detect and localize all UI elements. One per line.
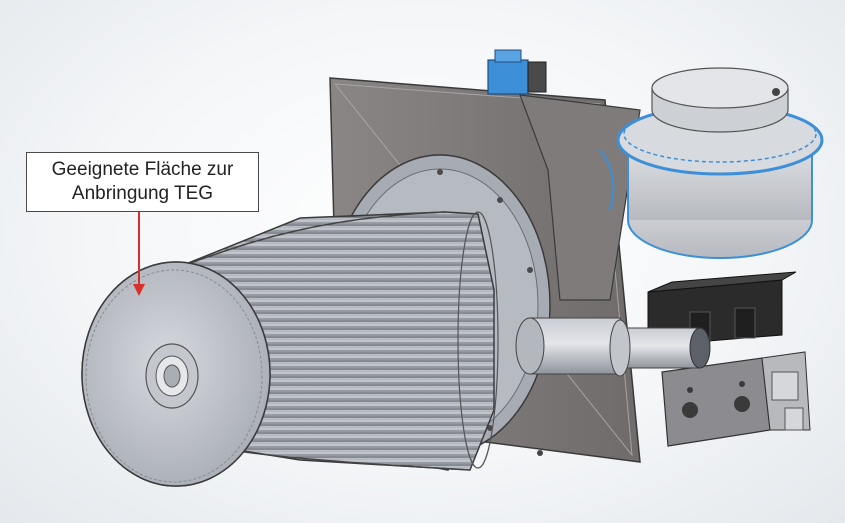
- blower-fan: [599, 67, 824, 259]
- cable-gland: [487, 49, 547, 95]
- cylinder-front-face: [81, 261, 271, 487]
- annotation-callout: Geeignete Fläche zur Anbringung TEG: [26, 152, 259, 212]
- side-bracket: [519, 94, 641, 301]
- annotation-arrow: [133, 212, 145, 296]
- annotation-line-2: Anbringung TEG: [71, 183, 214, 204]
- outlet-pipe: [515, 317, 711, 377]
- annotation-line-1: Geeignete Fläche zur: [51, 159, 234, 180]
- lower-bracket: [661, 351, 811, 447]
